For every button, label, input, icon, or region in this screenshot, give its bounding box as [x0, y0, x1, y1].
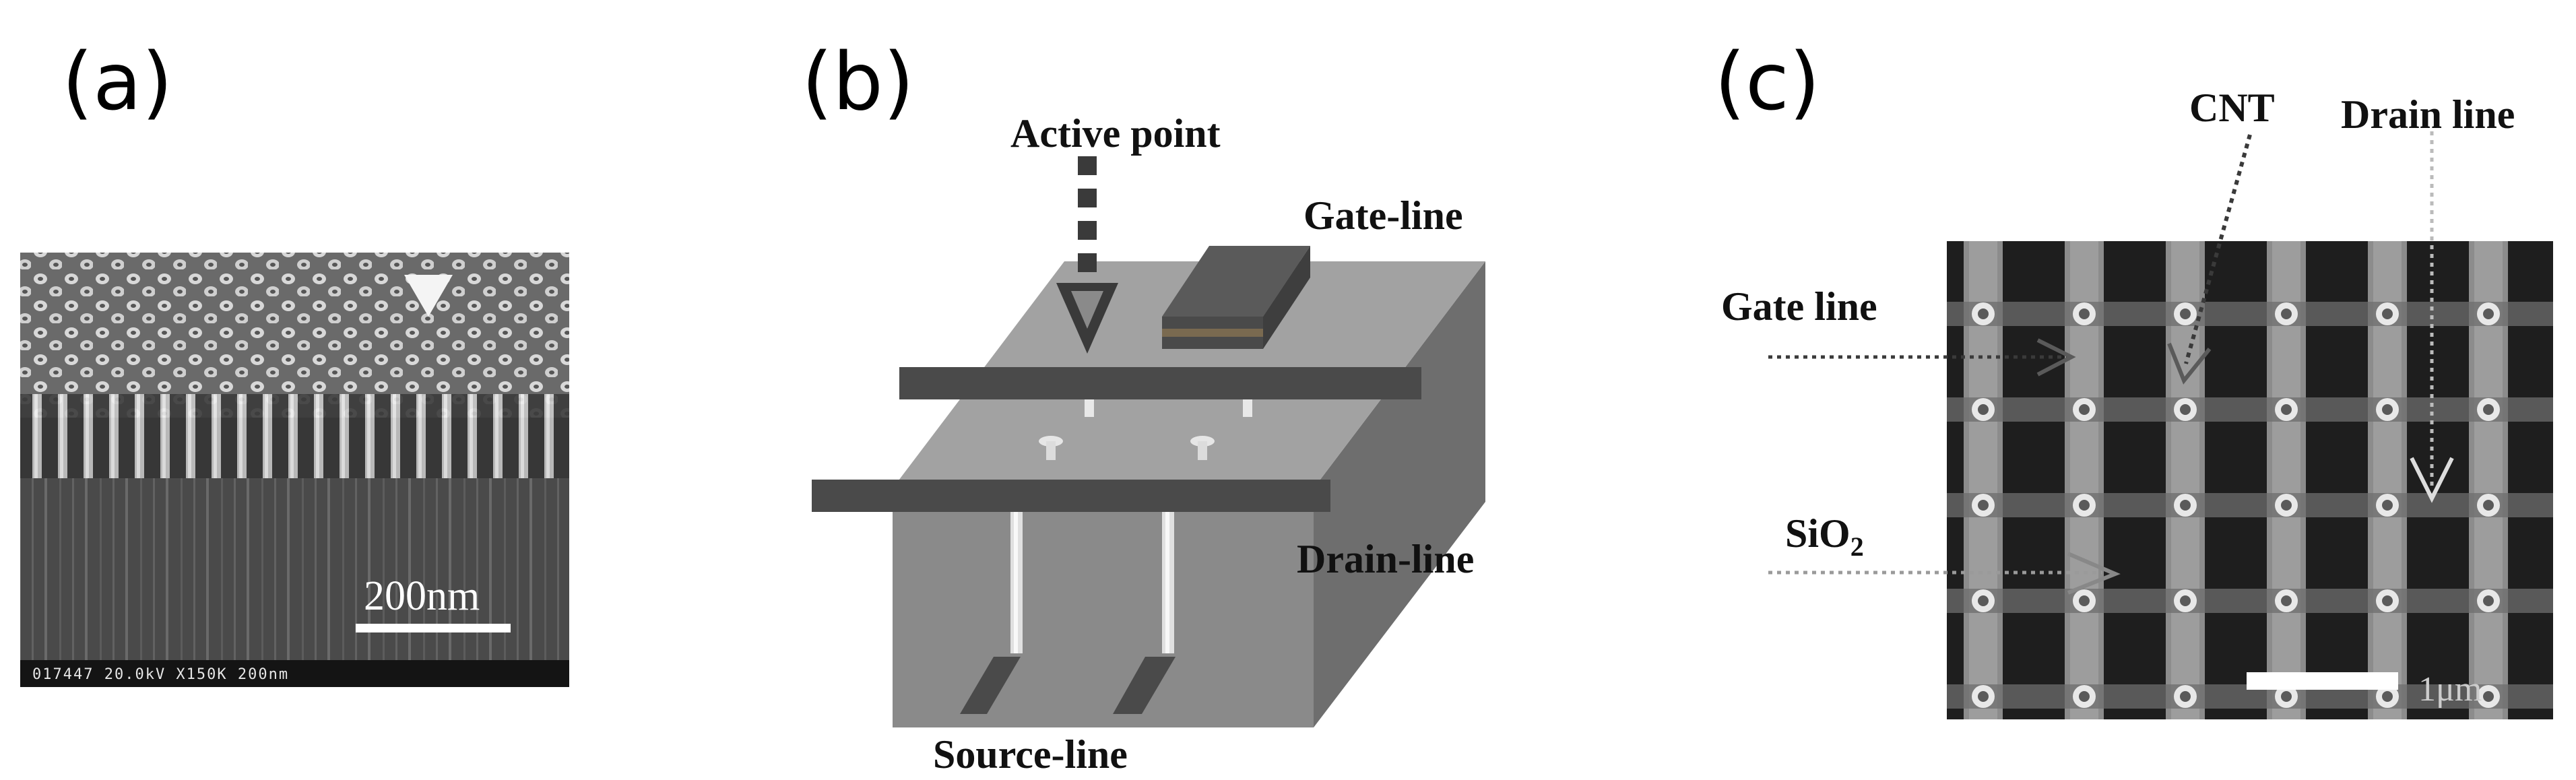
cnt-dot: [2477, 685, 2500, 708]
device-side-face: [1314, 261, 1485, 727]
cnt-dot: [2376, 589, 2399, 612]
cnt-dot: [2275, 685, 2298, 708]
source-column-left: [1010, 512, 1023, 653]
scale-bar-a-label: 200nm: [364, 573, 480, 619]
gate-band: [1947, 684, 2553, 709]
label-active-point: Active point: [1010, 111, 1221, 156]
cnt-dot: [2376, 398, 2399, 421]
cnt-dot: [2477, 302, 2500, 325]
cnt-dot: [2477, 494, 2500, 517]
cnt-dot: [2174, 685, 2197, 708]
device-front-face: [893, 488, 1314, 727]
drain-stripe: [1964, 241, 2003, 719]
label-gate-line-c: Gate line: [1721, 284, 1877, 329]
cnt-dot: [2275, 302, 2298, 325]
label-sio2-main: SiO: [1785, 511, 1850, 556]
cnt-dot: [1972, 398, 1995, 421]
gate-band: [1947, 397, 2553, 422]
source-foot-left: [960, 657, 1021, 714]
cnt-dot: [2376, 494, 2399, 517]
label-sio2: SiO2: [1785, 513, 1864, 560]
panel-b-label: (b): [802, 35, 914, 128]
cnt-dot: [2073, 589, 2096, 612]
cnt-dot: [1972, 589, 1995, 612]
cnt-dot: [1972, 494, 1995, 517]
drain-stripe: [2368, 241, 2407, 719]
gate-band: [1947, 302, 2553, 326]
label-source-line: Source-line: [933, 732, 1128, 777]
panel-a-label: (a): [62, 35, 173, 128]
cnt-dot: [2174, 398, 2197, 421]
scale-bar-a: [356, 624, 511, 632]
sem-footer-text: 017447 20.0kV X150K 200nm: [32, 666, 289, 683]
label-drain-line-b: Drain-line: [1297, 537, 1475, 581]
panel-c-label: (c): [1714, 35, 1820, 128]
cnt-dot: [2376, 685, 2399, 708]
active-point-arrowhead: [1056, 283, 1118, 354]
cnt-dot: [2174, 494, 2197, 517]
drain-stripe: [2065, 241, 2104, 719]
cnt-dot: [2073, 398, 2096, 421]
cnt-dot: [2073, 302, 2096, 325]
scale-bar-c-label: 1μm: [2418, 670, 2482, 709]
source-column-right: [1162, 512, 1174, 653]
cnt-dot: [2275, 589, 2298, 612]
pillar-array-top: [20, 253, 569, 418]
cnt-dot: [2073, 494, 2096, 517]
cnt-dot: [2376, 302, 2399, 325]
cnt-dot: [2477, 589, 2500, 612]
label-drain-line-c: Drain line: [2341, 92, 2515, 137]
label-sio2-subscript: 2: [1850, 531, 1864, 562]
drain-stripe: [2469, 241, 2508, 719]
device-top-face: [893, 261, 1485, 488]
label-gate-line-b: Gate-line: [1303, 193, 1463, 238]
cnt-dot: [2477, 398, 2500, 421]
substrate-cross-section: [20, 478, 569, 660]
cnt-dot: [1972, 685, 1995, 708]
gate-band: [1947, 493, 2553, 517]
cnt-dot: [1972, 302, 1995, 325]
scale-bar-c: [2247, 672, 2398, 690]
cnt-dot: [2275, 494, 2298, 517]
cnt-dot: [2174, 589, 2197, 612]
sem-frame: [20, 253, 569, 687]
drain-stripe: [2166, 241, 2205, 719]
cnt-dot: [2174, 302, 2197, 325]
leader-cnt: [2184, 134, 2252, 364]
gate-band: [1947, 589, 2553, 613]
gate-line-bar: [899, 367, 1421, 399]
label-cnt: CNT: [2189, 86, 2275, 130]
pillar-array-side: [20, 394, 569, 478]
cnt-dot: [2275, 398, 2298, 421]
drain-line-bar: [812, 480, 1330, 512]
drain-stripe: [2267, 241, 2306, 719]
source-foot-right: [1113, 657, 1176, 714]
cleave-marker: [404, 275, 453, 317]
cnt-dot: [2073, 685, 2096, 708]
